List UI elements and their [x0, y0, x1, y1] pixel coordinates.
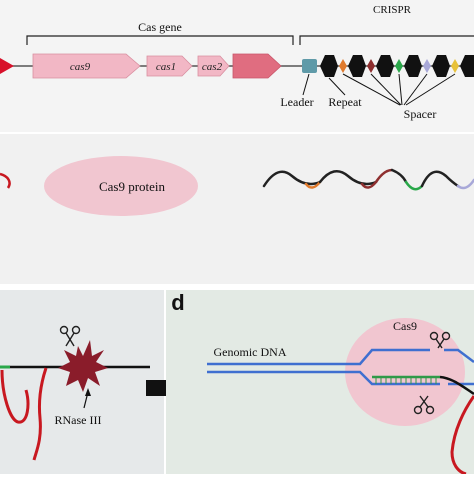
- spacer-1: [339, 59, 347, 73]
- cas9-protein-label: Cas9 protein: [99, 179, 166, 194]
- crispr-label: CRISPR: [373, 4, 412, 16]
- cas1-gene-arrow: [146, 55, 193, 77]
- base-pair-ticks: [375, 377, 437, 384]
- tracrrna-strand: [439, 375, 474, 396]
- spacer-2: [367, 59, 375, 73]
- leader-pointer: [302, 73, 310, 96]
- cas2-gene-arrow: [197, 55, 230, 77]
- red-rna-tail: [32, 367, 48, 461]
- crispr-array: [320, 55, 474, 77]
- red-rna-loop: [450, 395, 474, 476]
- promoter-arrow-red: [0, 58, 14, 74]
- spacer-4: [423, 59, 431, 73]
- repeat-6: [460, 55, 474, 77]
- spacer-label: Spacer: [404, 107, 437, 121]
- rnase-iii-star: [58, 340, 108, 392]
- cas9-protein-blob: [44, 156, 198, 216]
- rnase-pointer-head: [85, 388, 91, 396]
- panel-letter-d: d: [171, 290, 184, 315]
- repeat-1: [320, 55, 338, 77]
- spacer-pointers: [342, 73, 456, 106]
- genomic-dna-label: Genomic DNA: [214, 345, 287, 359]
- red-rna-hairpin: [0, 369, 30, 424]
- cas2-gene-label: cas2: [202, 61, 223, 73]
- leader-label: Leader: [280, 95, 313, 109]
- spacer-5: [451, 59, 459, 73]
- scissors-upper-icon: [429, 331, 451, 349]
- cas9-complex-label: Cas9: [393, 319, 417, 333]
- crrna-wave: [262, 168, 474, 191]
- leader-box: [302, 59, 317, 73]
- cas9-complex-blob: [345, 318, 465, 426]
- repeat-2: [348, 55, 366, 77]
- repeat-4: [404, 55, 422, 77]
- spacer-3: [395, 59, 403, 73]
- crispr-bracket: [299, 35, 474, 45]
- cas1-gene-label: cas1: [156, 61, 176, 73]
- repeat-pointer: [328, 77, 346, 96]
- repeat-5: [432, 55, 450, 77]
- red-rna-fragment: [0, 172, 11, 189]
- cas-gene-bracket: [26, 35, 294, 45]
- scissors-lower-icon: [413, 395, 435, 415]
- scissors-icon: [59, 325, 81, 347]
- middle-panel-background: [0, 134, 474, 284]
- cas9-gene-label: cas9: [70, 61, 91, 73]
- repeat-3: [376, 55, 394, 77]
- repeat-label: Repeat: [328, 95, 362, 109]
- cas-gene-label: Cas gene: [138, 20, 182, 34]
- cas-gene-arrow-4: [232, 53, 282, 79]
- rnase-iii-label: RNase III: [55, 413, 102, 427]
- cas9-gene-arrow: [32, 53, 141, 79]
